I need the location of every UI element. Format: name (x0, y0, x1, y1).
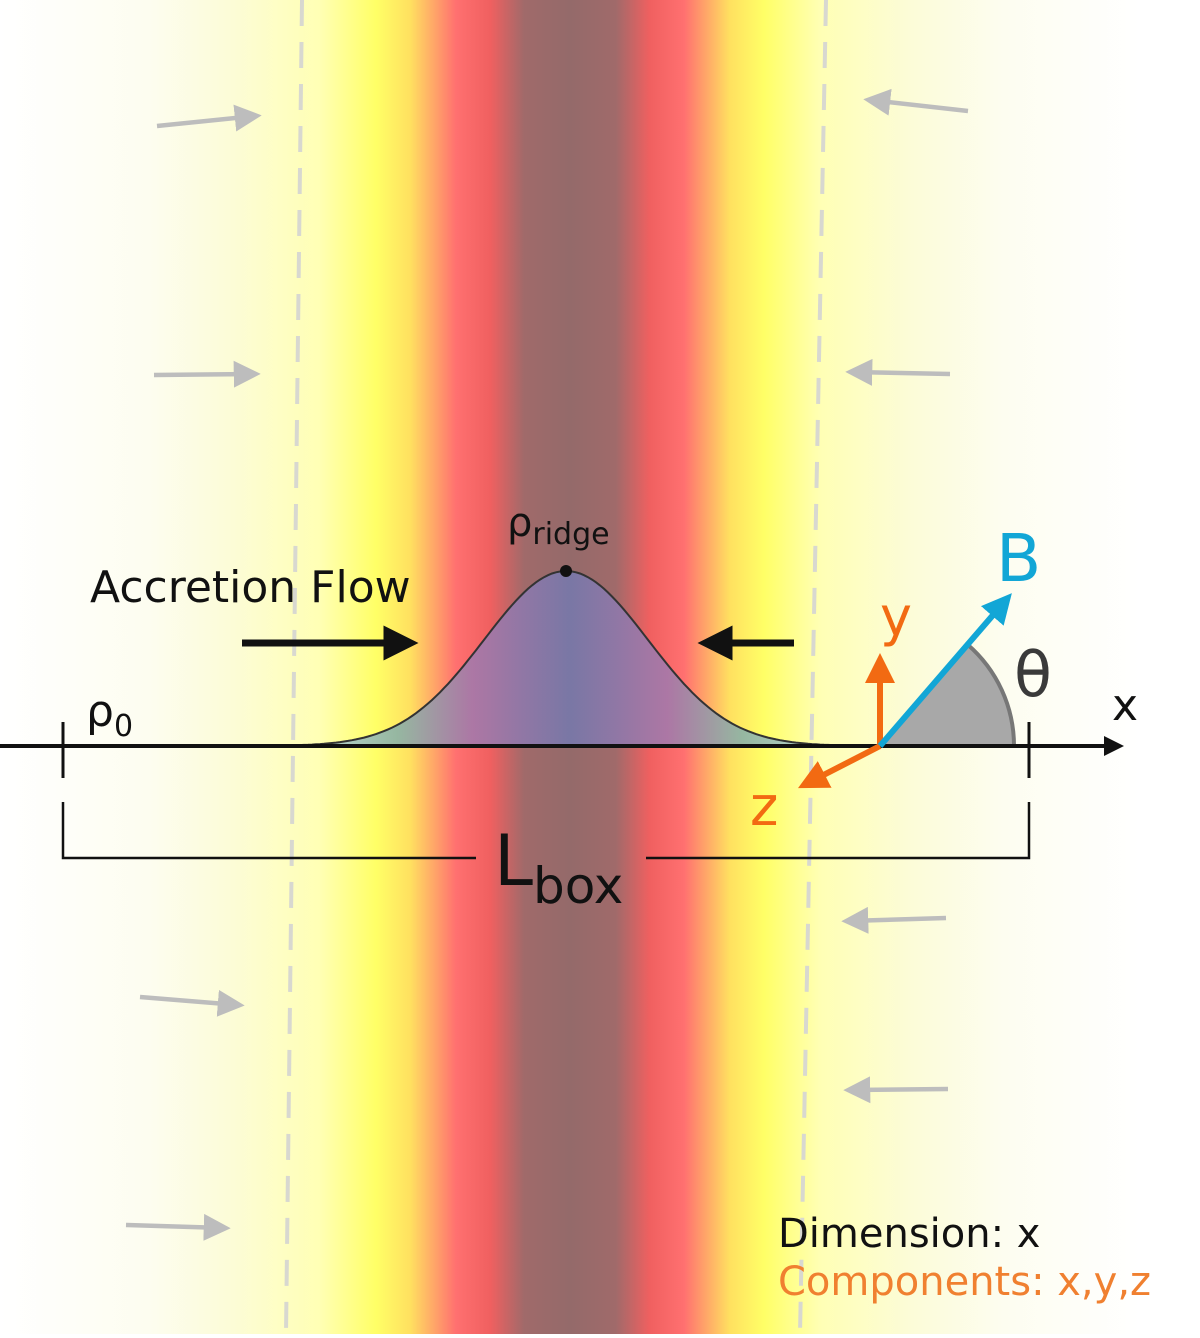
rho-ridge-label: ρridge (507, 500, 610, 552)
flow-arrow-icon (843, 1076, 949, 1104)
b-field-vector-icon (877, 593, 1012, 748)
flow-arrow-icon (139, 989, 245, 1017)
flow-arrow-icon (125, 1213, 231, 1241)
flow-arrow-icon (841, 906, 947, 934)
ridge-peak-dot (560, 565, 572, 577)
lbox-label: Lbox (494, 820, 624, 915)
z-component-arrow-icon (797, 743, 882, 789)
flow-arrow-icon (156, 104, 262, 132)
left-boundary-dashed-line (284, 0, 304, 1335)
lbox-bracket-right (646, 802, 1031, 860)
b-field-label: B (996, 520, 1042, 597)
flow-arrow-icon (863, 88, 969, 116)
flow-arrow-icon (153, 360, 261, 388)
density-profile-curve (299, 570, 841, 747)
components-legend: Components: x,y,z (778, 1259, 1152, 1305)
theta-angle-wedge (880, 644, 1015, 746)
z-axis-label: z (750, 775, 779, 838)
y-axis-label: y (880, 585, 912, 648)
accretion-flow-label: Accretion Flow (90, 562, 411, 613)
rho0-label: ρ0 (86, 686, 134, 744)
right-boundary-dashed-line (798, 0, 828, 1335)
lbox-bracket-left (61, 802, 476, 860)
theta-angle-arc (966, 642, 1016, 747)
x-axis-label: x (1112, 680, 1139, 731)
dimension-legend: Dimension: x (778, 1211, 1041, 1257)
flow-arrow-icon (845, 358, 951, 386)
theta-label: θ (1014, 638, 1052, 711)
